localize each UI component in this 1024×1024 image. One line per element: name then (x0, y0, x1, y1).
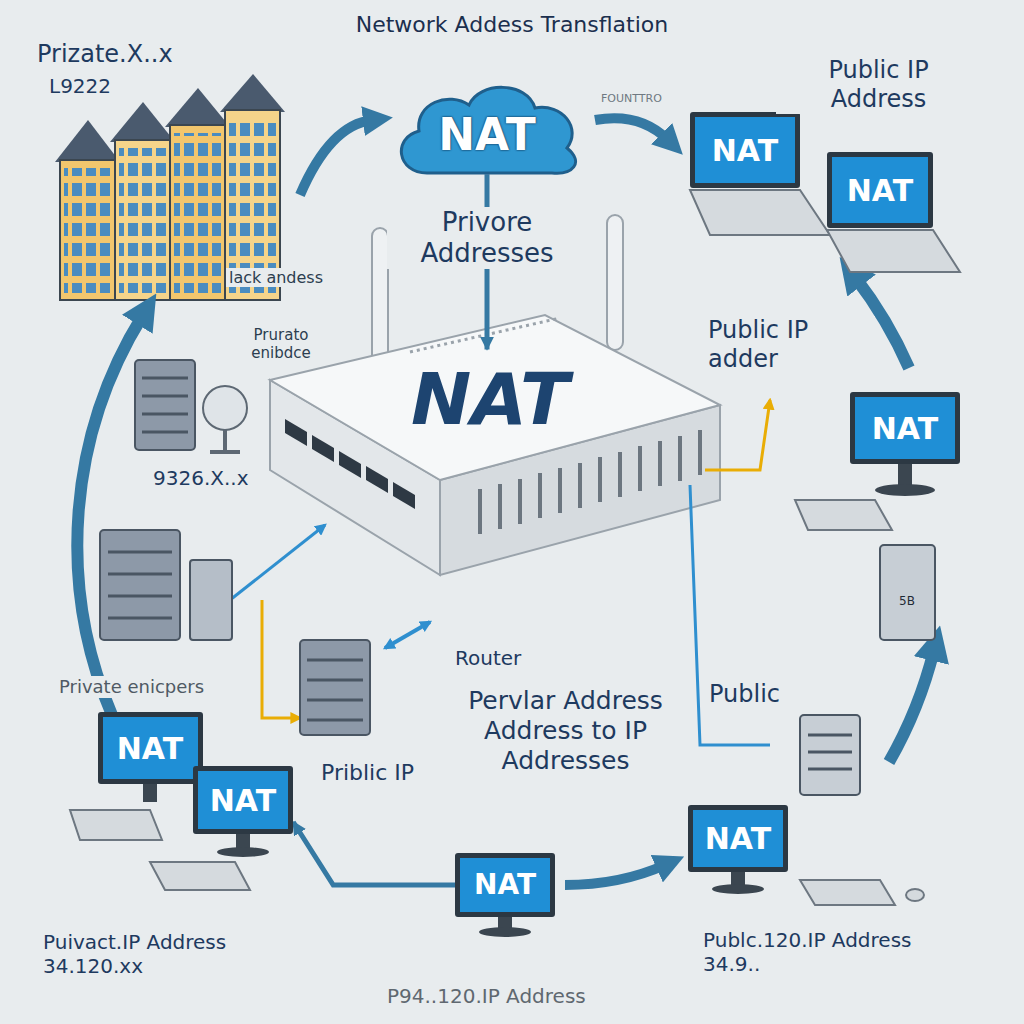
port (339, 451, 361, 478)
router-body (270, 315, 720, 575)
monitor-screen: NAT (98, 712, 203, 784)
dish-stand (210, 430, 240, 452)
port (366, 466, 388, 493)
monitor-screen: NAT (455, 853, 555, 918)
server-slots (108, 552, 172, 618)
roof (165, 88, 230, 127)
windows (119, 148, 166, 293)
port (285, 419, 307, 446)
node-text: NAT (474, 870, 536, 901)
keyboard (795, 500, 892, 530)
roof (110, 102, 175, 142)
text-label: Puivact.IP Address 34.120.xx (40, 930, 302, 978)
port (393, 482, 415, 509)
node-text: NAT (705, 822, 771, 855)
server (300, 640, 370, 735)
cycle-arrow (565, 865, 665, 885)
laptop-screen: NAT (690, 112, 800, 188)
windows (174, 133, 221, 293)
text-label: lack andess (226, 268, 326, 287)
monitor-base (712, 884, 764, 894)
text-label: Pervlar Address Address to IP Addresses (438, 686, 693, 776)
antenna (372, 228, 388, 368)
text-label: Priblic IP (318, 760, 428, 786)
roof (220, 74, 285, 112)
text-label: Prizate.X..x (34, 40, 176, 69)
node-text: NAT (117, 732, 183, 765)
wire (230, 525, 325, 600)
diagram-title: Network Addess Transflation (0, 12, 1024, 38)
building (115, 140, 170, 300)
monitor-stand (731, 870, 745, 886)
text-label: Public IP Address (776, 56, 981, 114)
text-label: L9222 (46, 74, 114, 98)
node-text: NAT (411, 360, 569, 439)
windows (229, 118, 276, 293)
keyboard (70, 810, 162, 840)
text-label: 9326.X..x (150, 466, 252, 490)
monitor-screen: NAT (688, 805, 788, 872)
laptop-base (827, 230, 960, 272)
connector-arrow (293, 822, 455, 885)
keyboard (800, 880, 895, 905)
node-text: NAT (438, 111, 535, 159)
server-tower (190, 560, 232, 640)
wire (385, 622, 430, 648)
mouse (906, 889, 924, 901)
laptop-base (690, 190, 830, 235)
server (100, 530, 180, 640)
router-top (270, 315, 720, 480)
server-slots (142, 378, 188, 432)
text-label: Publc.120.IP Address 34.9.. (700, 928, 962, 976)
node-text: NAT (210, 784, 276, 817)
monitor-base (875, 484, 935, 496)
server (135, 360, 195, 450)
text-label: 5B (899, 594, 915, 608)
server-slots (307, 660, 363, 720)
server-tower (800, 715, 860, 795)
building (170, 125, 225, 300)
monitor-stand (498, 915, 512, 929)
monitor-screen: NAT (193, 766, 293, 834)
cloud-outline (401, 87, 575, 173)
monitor-screen: NAT (850, 392, 960, 464)
keyboard (150, 862, 250, 890)
cycle-arrow (889, 650, 934, 762)
building (60, 160, 115, 300)
dish (203, 386, 247, 430)
node-text: NAT (712, 134, 778, 167)
monitor-stand (143, 784, 157, 802)
text-label: FOUNTTRO (598, 92, 665, 105)
node-text: NAT (847, 174, 913, 207)
text-label: Private enicpers (56, 676, 207, 698)
node-text: NAT (872, 412, 938, 445)
cloud-node: NAT (387, 73, 587, 183)
port (312, 435, 334, 462)
text-label: Public (706, 680, 783, 709)
text-label: Public IP adder (705, 316, 875, 374)
buildings (55, 74, 285, 300)
monitor-stand (898, 464, 912, 486)
monitor-base (479, 927, 531, 937)
roof (55, 120, 120, 162)
text-label: Router (452, 646, 524, 670)
text-label: P94..120.IP Address (384, 984, 589, 1008)
server-slots (808, 735, 852, 769)
cycle-arrow (595, 118, 668, 140)
vents (480, 430, 700, 534)
wire (705, 400, 770, 470)
text-label: Prurato enibdce (226, 326, 336, 362)
laptop-screen: NAT (827, 152, 933, 228)
cycle-arrow (300, 120, 372, 195)
server-tower (880, 545, 935, 640)
wire (262, 600, 300, 718)
cycle-arrow (77, 315, 143, 715)
monitor-base (217, 847, 269, 857)
router-box: NAT (370, 349, 610, 450)
windows (64, 168, 111, 293)
edge-label: Privore Addresses (387, 207, 587, 269)
antenna (607, 215, 623, 350)
